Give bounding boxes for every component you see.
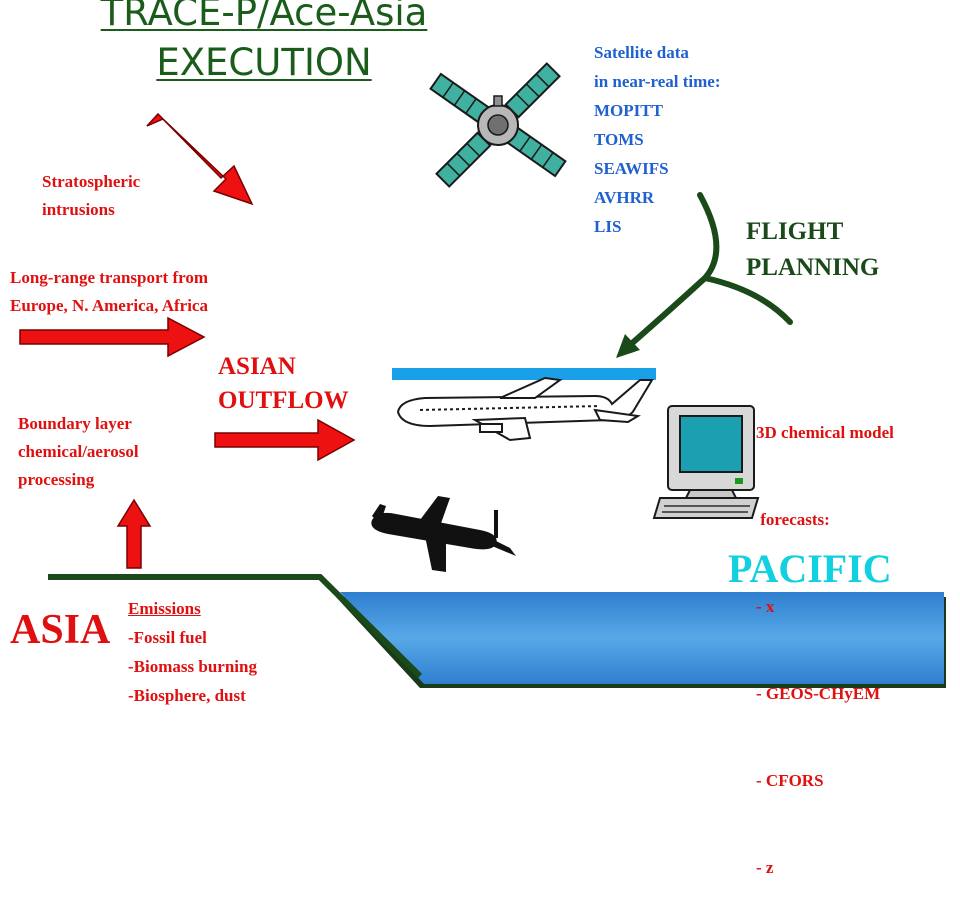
- asia-land-line: [48, 574, 423, 679]
- long-range-arrow: [19, 316, 206, 358]
- propeller-aircraft-icon: [371, 496, 516, 572]
- airliner-icon: [396, 376, 654, 442]
- computer-icon: [652, 405, 760, 519]
- pacific-label: PACIFIC: [728, 546, 892, 591]
- diagram-graphics: [19, 62, 946, 688]
- title-line-2: EXECUTION: [156, 41, 372, 84]
- pacific-ocean-shape: [336, 592, 946, 688]
- satellite-icon: [429, 62, 567, 188]
- emissions-label: Emissions -Fossil fuel -Biomass burning …: [128, 594, 257, 710]
- outflow-arrow: [214, 418, 356, 462]
- title-line-1: TRACE-P/Ace-Asia: [100, 0, 428, 34]
- stratospheric-intrusions-label: Stratospheric intrusions: [42, 172, 141, 219]
- chemical-model-label: 3D chemical model forecasts: - x - GEOS-…: [756, 423, 894, 877]
- boundary-layer-label: Boundary layer chemical/aerosol processi…: [18, 414, 139, 489]
- satellite-data-label: Satellite data in near-real time: MOPITT…: [594, 43, 721, 236]
- asia-label: ASIA: [10, 607, 111, 653]
- long-range-transport-label: Long-range transport from Europe, N. Ame…: [10, 268, 208, 315]
- flight-planning-arrow: [616, 192, 793, 358]
- emissions-up-arrow: [116, 498, 152, 569]
- stratospheric-arrow: [146, 112, 254, 206]
- flight-planning-label: FLIGHT PLANNING: [746, 218, 880, 281]
- asian-outflow-label: ASIAN OUTFLOW: [218, 353, 349, 414]
- diagram-title: TRACE-P/Ace-Asia EXECUTION: [64, 0, 464, 88]
- emissions-title: Emissions: [128, 599, 201, 618]
- altitude-bar: [392, 368, 656, 380]
